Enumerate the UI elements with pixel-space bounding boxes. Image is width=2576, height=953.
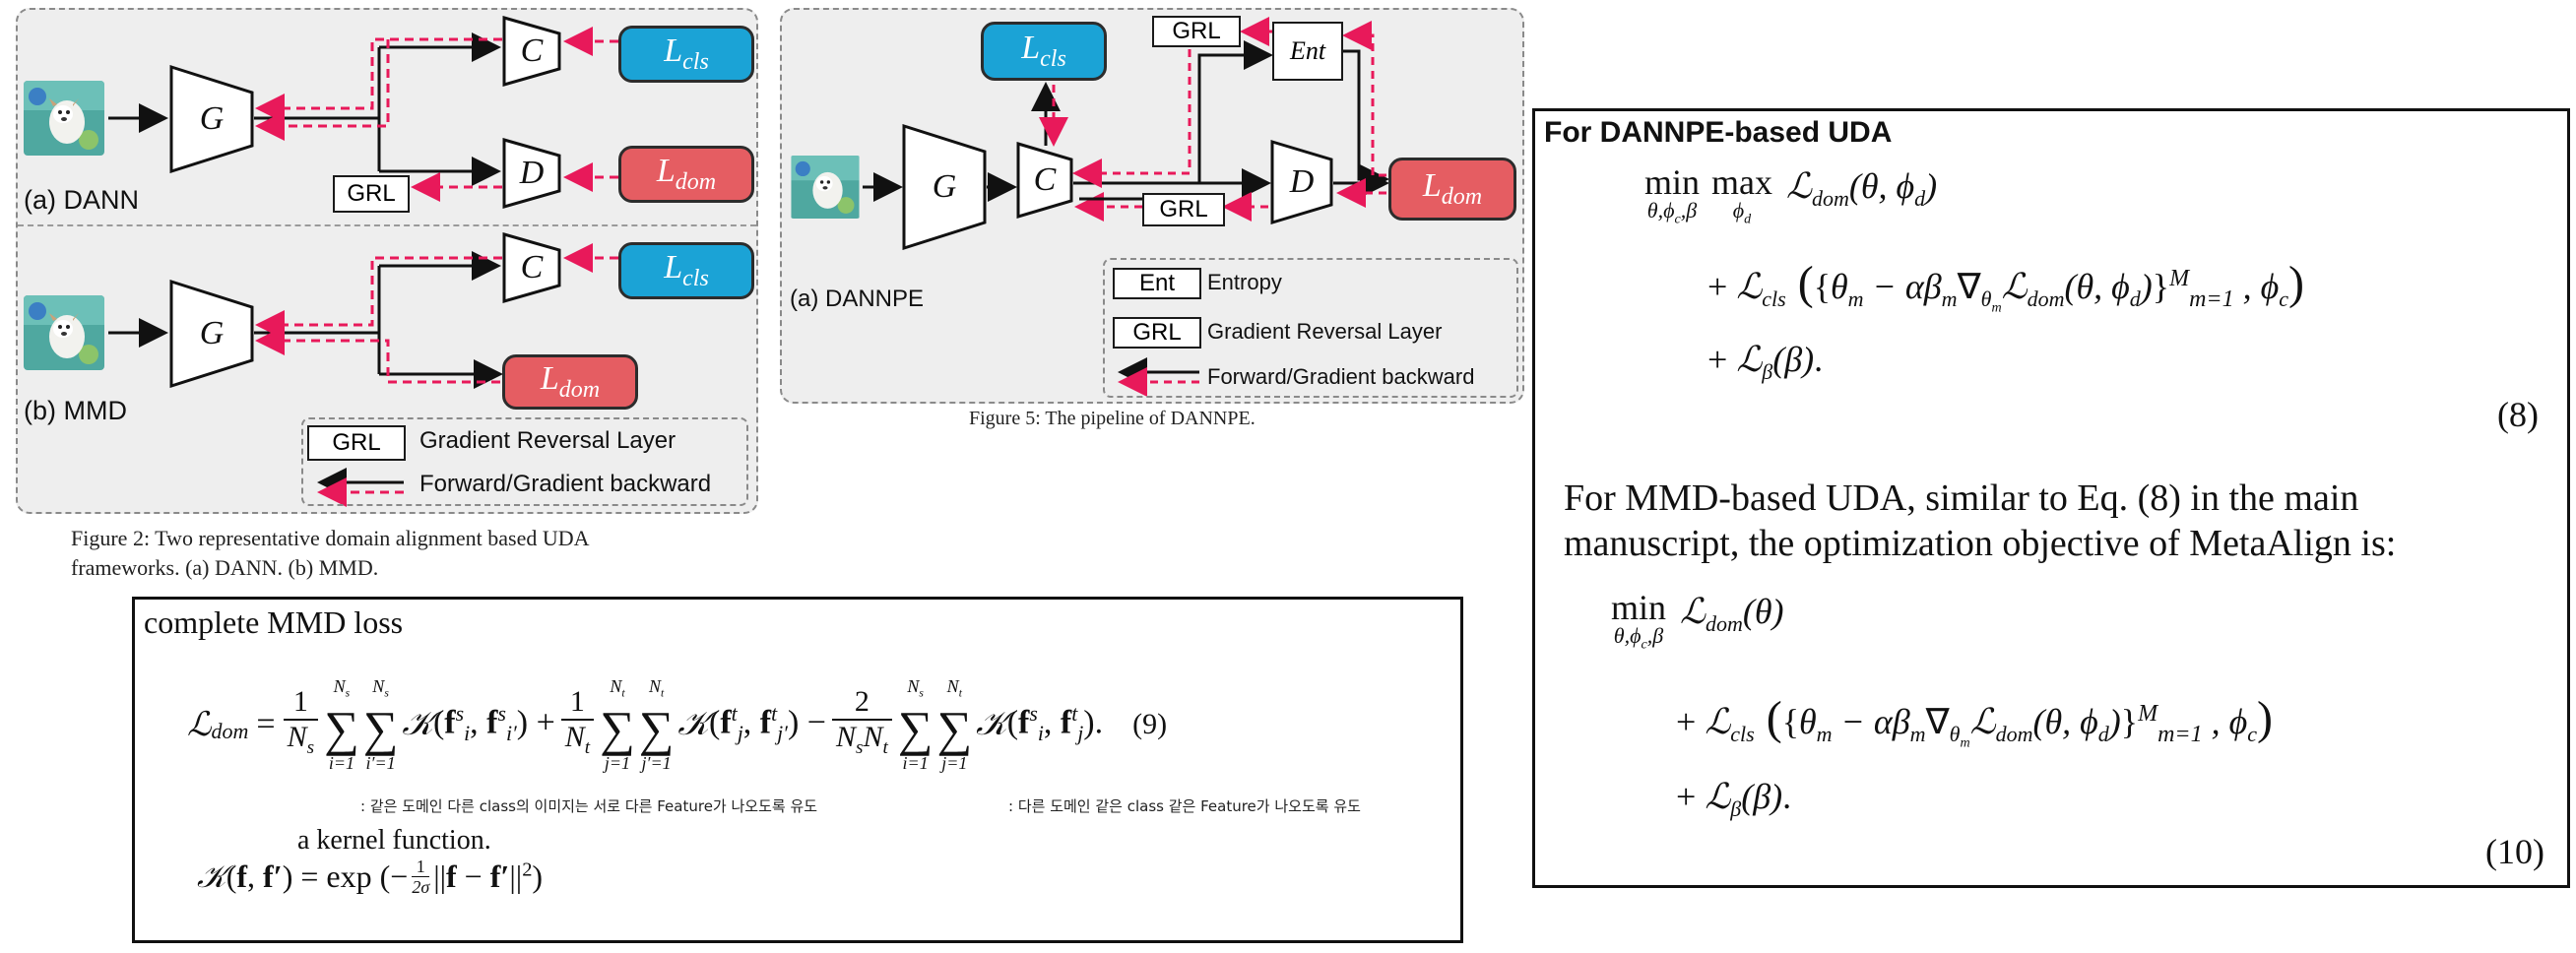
dannpe-discriminator-node: D	[1270, 139, 1333, 225]
dannpe-panel-label: (a) DANNPE	[790, 286, 925, 312]
figure5-legend	[1103, 258, 1518, 398]
eq8-line2: + ℒcls ({θm − αβm∇θmℒdom(θ, ϕd)}Mm=1 , ϕ…	[1707, 257, 2304, 316]
figure2-legend	[301, 417, 748, 506]
eq8-number: (8)	[2497, 395, 2539, 434]
dannpe-grl-bottom: GRL	[1142, 193, 1225, 226]
dann-loss-cls-text: Lcls	[664, 32, 709, 75]
dann-loss-dom: Ldom	[618, 146, 754, 203]
dann-loss-cls: Lcls	[618, 26, 754, 83]
mmd-panel-label: (b) MMD	[24, 396, 127, 425]
eq10-number: (10)	[2485, 832, 2544, 871]
dannpe-generator-label: G	[932, 168, 957, 205]
dannpe-loss-dom: Ldom	[1388, 158, 1516, 221]
figure2-connectors	[108, 27, 618, 507]
eq10-line2: + ℒcls ({θm − αβm∇θmℒdom(θ, ϕd)}Mm=1 , ϕ…	[1676, 692, 2273, 751]
dog-image-dann	[24, 81, 104, 156]
dann-generator-node: G	[169, 64, 254, 174]
figure5-legend-ent-text: Entropy	[1207, 270, 1282, 294]
mmd-generator-label: G	[199, 315, 225, 351]
dann-panel-label: (a) DANN	[24, 185, 140, 215]
mmd-classifier-label: C	[520, 249, 544, 286]
eq10-line3: + ℒβ(β).	[1676, 777, 1792, 822]
dann-discriminator-node: D	[502, 138, 561, 209]
mmd-para-line2: manuscript, the optimization objective o…	[1564, 523, 2397, 564]
dannpe-generator-node: G	[902, 123, 987, 251]
mmd-loss-dom-text: Ldom	[540, 360, 601, 403]
objective-box	[1532, 108, 2570, 888]
mmd-kernel-text: a kernel function.	[297, 825, 491, 856]
mmd-loss-cls: Lcls	[618, 242, 754, 299]
dannpe-classifier-node: C	[1016, 141, 1073, 220]
figure2-caption-line1: Figure 2: Two representative domain alig…	[71, 526, 590, 550]
mmd-loss-title: complete MMD loss	[144, 604, 404, 640]
figure5-connectors	[863, 17, 1389, 397]
mmd-loss-dom: Ldom	[502, 354, 638, 410]
figure2-legend-grl-text: Gradient Reversal Layer	[419, 427, 676, 454]
dannpe-loss-dom-text: Ldom	[1422, 167, 1483, 210]
figure5-legend-arrow-text: Forward/Gradient backward	[1207, 364, 1475, 389]
mmd-loss-cls-text: Lcls	[664, 249, 709, 291]
mmd-para-line1: For MMD-based UDA, similar to Eq. (8) in…	[1564, 477, 2359, 519]
mmd-note-right: : 다른 도메인 같은 class 같은 Feature가 나오도록 유도	[1008, 797, 1361, 815]
dog-image-dannpe	[790, 156, 861, 219]
figure2-caption: Figure 2: Two representative domain alig…	[71, 524, 760, 583]
figure2-legend-arrow-text: Forward/Gradient backward	[419, 471, 712, 497]
dannpe-objective-title: For DANNPE-based UDA	[1544, 116, 1893, 149]
dann-grl-box: GRL	[333, 175, 410, 213]
dannpe-ent-box: Ent	[1272, 22, 1343, 81]
dann-loss-dom-text: Ldom	[656, 153, 717, 195]
dog-image-mmd	[24, 295, 104, 370]
dann-generator-label: G	[199, 100, 225, 137]
dann-discriminator-label: D	[519, 155, 545, 191]
dannpe-discriminator-label: D	[1289, 163, 1315, 200]
figure2-caption-line2: frameworks. (a) DANN. (b) MMD.	[71, 555, 379, 580]
mmd-eq-number: (9)	[1132, 708, 1168, 740]
mmd-classifier-node: C	[502, 232, 561, 303]
dannpe-ent-text: Ent	[1289, 36, 1326, 65]
figure5-legend-grl-box: GRL	[1113, 317, 1201, 349]
figure2-divider	[18, 224, 756, 226]
dannpe-grl-top: GRL	[1152, 16, 1241, 47]
mmd-note-left: : 같은 도메인 다른 class의 이미지는 서로 다른 Feature가 나…	[360, 797, 818, 815]
dannpe-loss-cls-text: Lcls	[1021, 30, 1066, 72]
figure5-legend-ent-box: Ent	[1113, 268, 1201, 299]
figure5-legend-grl-text: Gradient Reversal Layer	[1207, 319, 1443, 344]
eq8-line3: + ℒβ(β).	[1707, 340, 1824, 385]
dannpe-loss-cls: Lcls	[981, 22, 1107, 81]
figure2-legend-grl-box: GRL	[307, 425, 406, 461]
dann-classifier-label: C	[520, 32, 544, 69]
dann-classifier-node: C	[502, 16, 561, 87]
dannpe-classifier-label: C	[1033, 161, 1057, 198]
mmd-generator-node: G	[169, 279, 254, 389]
mmd-loss-box	[132, 597, 1463, 943]
figure5-caption: Figure 5: The pipeline of DANNPE.	[969, 408, 1256, 429]
